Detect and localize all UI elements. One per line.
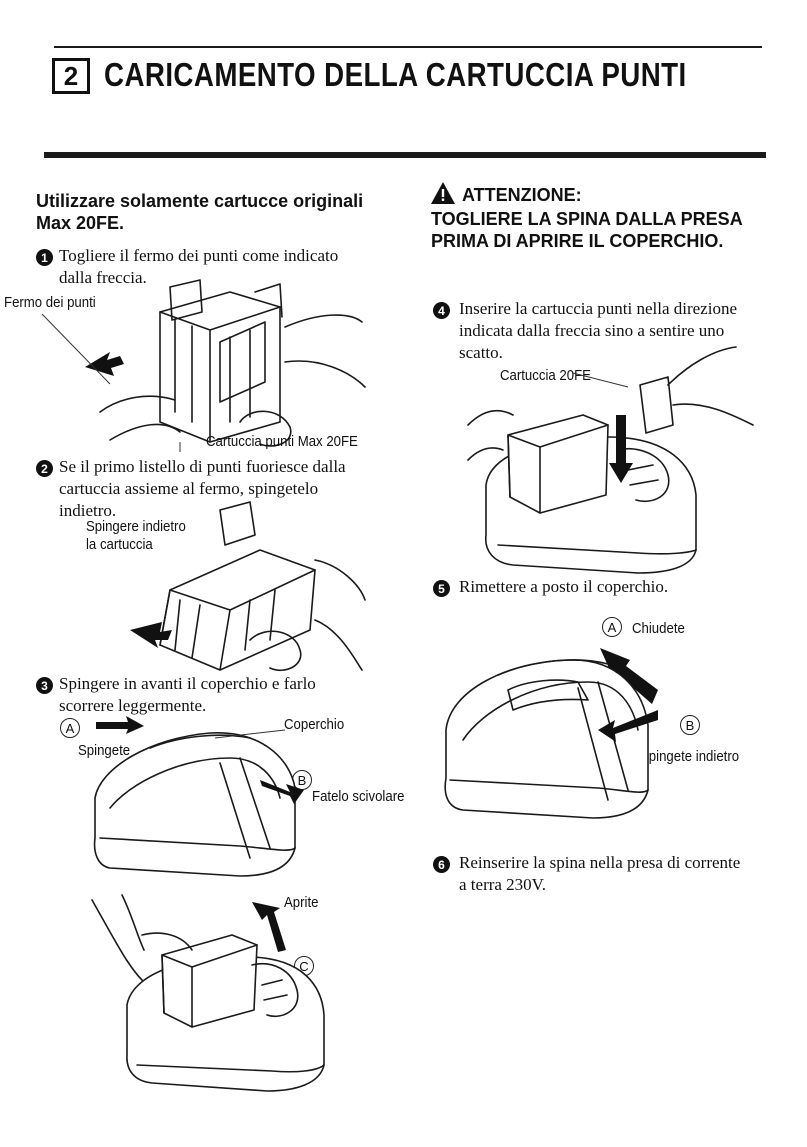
figure-3-illustration (90, 728, 304, 878)
fig1-label-cartuccia: Cartuccia punti Max 20FE (206, 433, 358, 450)
fig6-label-spingete: Spingete indietro (640, 748, 740, 765)
step-6-line-1: Reinserire la spina nella presa di corre… (459, 853, 741, 872)
page-title: CARICAMENTO DELLA CARTUCCIA PUNTI (104, 56, 687, 93)
step-6-line-2: a terra 230V. (459, 875, 547, 894)
step-5-number: 5 (433, 580, 450, 597)
warning-line-1: TOGLIERE LA SPINA DALLA PRESA (431, 209, 743, 229)
step-4-line-3: scatto. (459, 343, 503, 362)
fig1-leader-line (40, 312, 120, 392)
fig1-label-fermo: Fermo dei punti (4, 294, 96, 311)
step-1-line-2: dalla freccia. (59, 268, 147, 287)
fig3-arrow-a (96, 716, 144, 734)
fig5-label-cartuccia: Cartuccia 20FE (500, 367, 591, 384)
step-4-number: 4 (433, 302, 450, 319)
figure-5-illustration (468, 345, 758, 575)
fig3-label-coperchio: Coperchio (284, 716, 345, 733)
intro-line-2: Max 20FE. (36, 213, 125, 233)
step-3-line-1: Spingere in avanti il coperchio e farlo (59, 674, 316, 693)
fig2-label-line-2: la cartuccia (86, 536, 153, 553)
step-6-number: 6 (433, 856, 450, 873)
fig6-arrow-a (600, 648, 658, 704)
figure-6-illustration (438, 650, 658, 820)
top-rule (54, 46, 762, 48)
fig2-label-line-1: Spingere indietro (86, 518, 186, 535)
step-2-line-3: indietro. (59, 501, 117, 520)
fig4-arrow-aprite (252, 902, 286, 952)
step-2-number: 2 (36, 460, 53, 477)
warning-icon (431, 182, 455, 204)
step-3-line-2: scorrere leggermente. (59, 696, 207, 715)
step-2-line-2: cartuccia assieme al fermo, spingetelo (59, 479, 319, 498)
header-rule (44, 152, 766, 158)
warning-line-2: PRIMA DI APRIRE IL COPERCHIO. (431, 231, 724, 251)
fig6-marker-b: B (680, 715, 700, 735)
intro-line-1: Utilizzare solamente cartucce originali (36, 191, 364, 211)
fig6-label-chiudete: Chiudete (632, 620, 685, 637)
fig4-label-aprite: Aprite (284, 894, 319, 911)
fig6-marker-a: A (602, 617, 622, 637)
warning-title: ATTENZIONE: (462, 185, 582, 205)
section-number: 2 (63, 61, 79, 91)
figure-4-illustration (82, 895, 337, 1095)
step-1-number: 1 (36, 249, 53, 266)
step-2-line-1: Se il primo listello di punti fuoriesce … (59, 457, 346, 476)
step-1-line-1: Togliere il fermo dei punti come indicat… (59, 246, 339, 265)
fig3-label-fatelo: Fatelo scivolare (312, 788, 405, 805)
fig3-label-spingete: Spingete (78, 742, 131, 759)
step-5-line-1: Rimettere a posto il coperchio. (459, 577, 669, 596)
fig3-marker-a: A (60, 718, 80, 738)
figure-1-illustration (85, 272, 370, 452)
step-4-line-2: indicata dalla freccia sino a sentire un… (459, 321, 725, 340)
step-4-line-1: Inserire la cartuccia punti nella direzi… (459, 299, 737, 318)
figure-2-illustration (130, 500, 370, 690)
section-number-box: 2 (52, 58, 90, 94)
step-3-number: 3 (36, 677, 53, 694)
